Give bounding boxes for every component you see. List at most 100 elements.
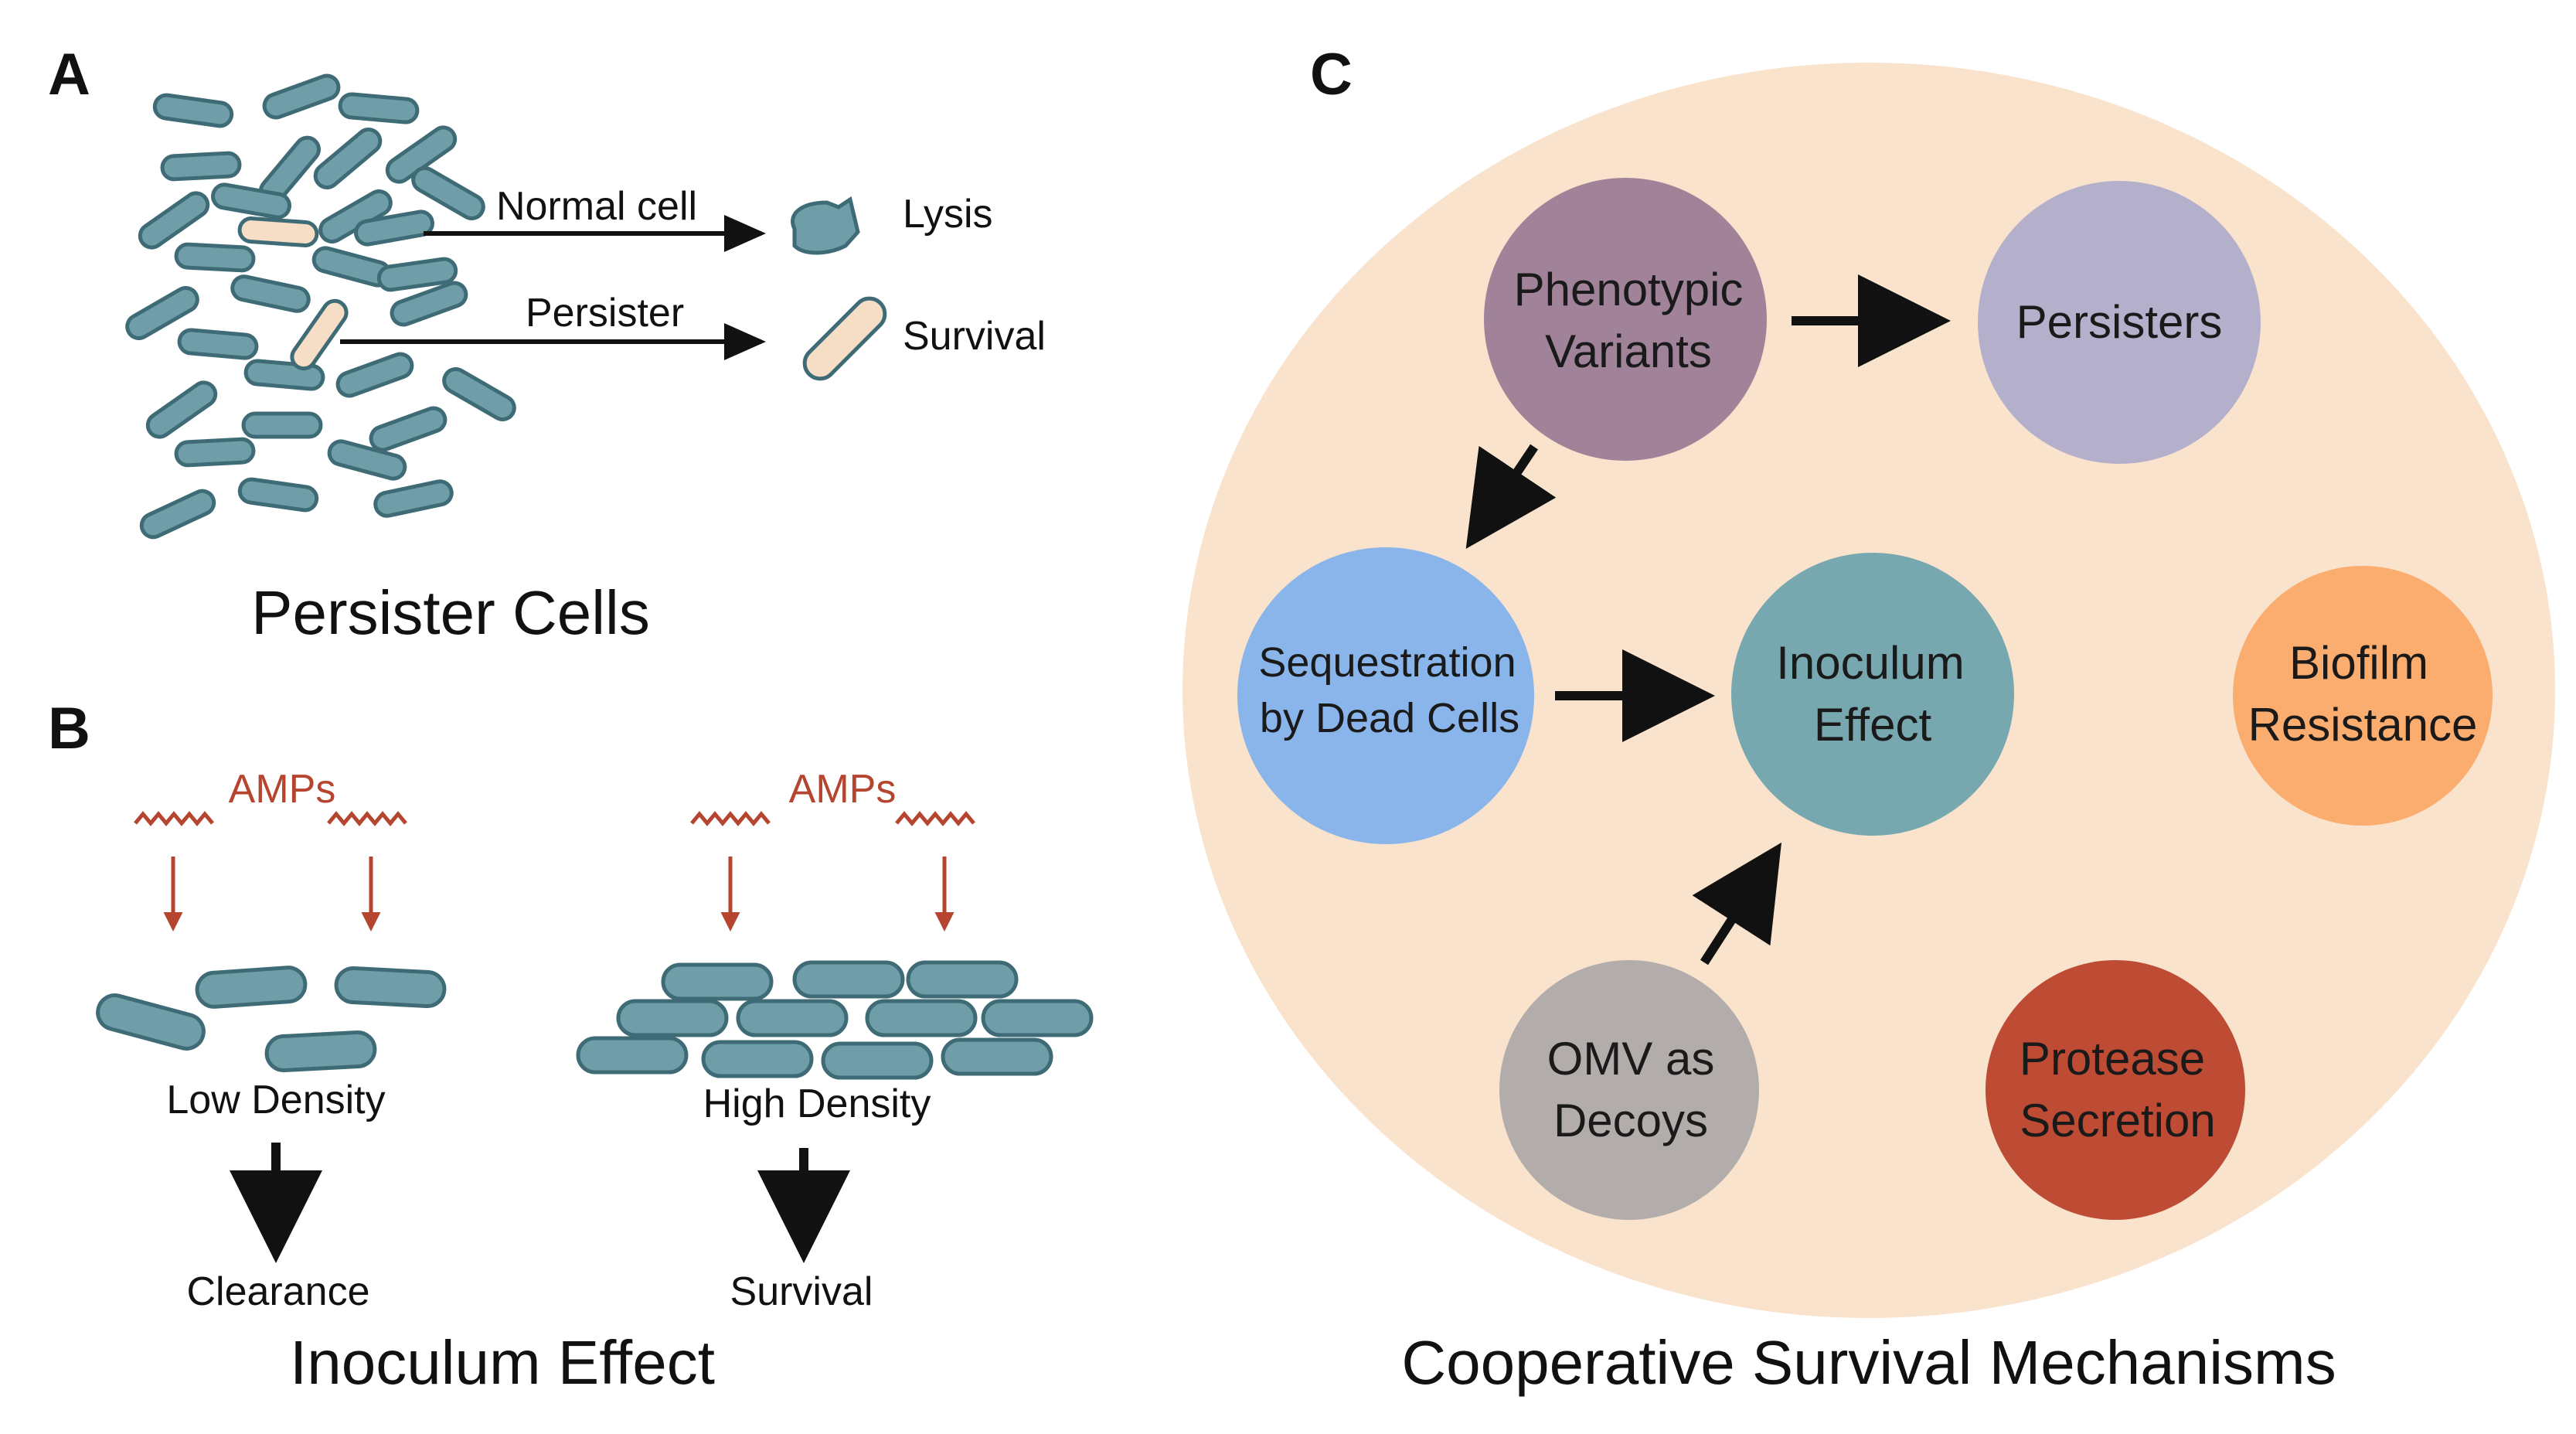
sequestration-circle [1237,547,1534,844]
bacterium [327,439,407,481]
phenotypic-variants-circle [1484,178,1767,461]
surviving-persister [802,296,887,381]
high-density-label: High Density [703,1081,931,1126]
node-biofilm-resistance: Biofilm Resistance [2233,566,2493,826]
amp-peptide-icon [134,811,214,826]
bacterium [211,182,291,220]
bacterium [174,242,256,273]
bacterium [385,125,458,184]
bacterium [160,151,242,182]
normal-cell-label: Normal cell [496,184,697,229]
survival-label-b: Survival [730,1269,873,1314]
bacterium [354,209,434,247]
bacterium [230,274,311,313]
bacterium [177,328,259,360]
omv-decoys-circle [1499,960,1759,1220]
phenotypic-line2: Variants [1545,325,1712,377]
bacterium [941,1037,1053,1076]
survival-label-a: Survival [903,314,1046,359]
bacterium [334,966,447,1009]
bacterium [138,191,210,250]
bacterium [373,479,454,518]
bacterium [335,352,414,398]
bacterium [736,999,849,1037]
clearance-label: Clearance [186,1269,369,1314]
amps-label-left: AMPs [229,767,336,812]
bacterium [145,380,218,439]
biofilm-resistance-circle [2233,566,2493,826]
panel-a: A [48,42,1046,647]
bacterium [96,993,206,1051]
bacterium [313,128,383,189]
bacterium [241,411,323,439]
bacterium [411,166,485,220]
high-density-bacteria [576,960,1094,1080]
node-persisters: Persisters [1978,181,2261,464]
arrow-phenotypic-to-sequestration [1465,444,1557,549]
inoculum-effect-circle [1731,553,2014,836]
panel-c-letter: C [1310,42,1353,107]
bacterium [661,962,774,1001]
bacterium [616,999,729,1037]
bacterium [338,92,420,124]
node-sequestration: Sequestration by Dead Cells [1237,547,1534,844]
panel-a-letter: A [48,42,90,107]
bacterium [390,281,468,327]
bacterium [792,960,905,999]
bacterium [264,1030,377,1073]
protease-line2: Secretion [2020,1095,2215,1146]
node-inoculum-effect: Inoculum Effect [1731,553,2014,836]
node-protease-secretion: Protease Secretion [1986,960,2245,1220]
biofilm-line2: Resistance [2248,699,2478,751]
persisters-circle [1978,181,2261,464]
lysed-cell [791,196,860,255]
omv-line1: OMV as [1547,1033,1715,1085]
bacterium [981,999,1094,1037]
bacterium [865,999,978,1037]
amps-label-right: AMPs [789,767,897,812]
amp-peptide-icon [690,811,771,826]
protease-line1: Protease [2020,1033,2205,1085]
bacterium [369,406,447,452]
sequestration-line1: Sequestration [1258,639,1516,686]
sequestration-line2: by Dead Cells [1260,695,1519,741]
lysis-label: Lysis [903,192,993,237]
bacterium [139,489,216,540]
cooperative-survival-title: Cooperative Survival Mechanisms [1401,1328,2336,1397]
bacterium [376,257,458,292]
persister-cell [290,298,349,371]
panel-b: B AMPs Low Density Clearance AMPs [48,696,1094,1397]
inoculum-effect-title: Inoculum Effect [290,1328,715,1397]
persister-label: Persister [526,291,684,336]
arrow-omv-to-inoculum [1692,842,1782,966]
biofilm-line1: Biofilm [2289,637,2428,689]
bacteria-cluster [125,73,516,540]
node-phenotypic-variants: Phenotypic Variants [1484,178,1767,461]
persister-cell [237,216,319,247]
persister-cells-title: Persister Cells [251,578,650,647]
bacterium [262,73,341,120]
protease-secretion-circle [1986,960,2245,1220]
panel-c: C Phenotypic Variants Persisters Sequest… [1183,42,2555,1397]
panel-b-letter: B [48,696,90,761]
bacterium [152,93,234,128]
bacterium [125,286,199,340]
bacterium [701,1040,814,1078]
phenotypic-line1: Phenotypic [1514,264,1744,315]
bacterium [442,367,516,421]
low-density-label: Low Density [166,1078,385,1122]
persisters-label: Persisters [2016,296,2223,348]
bacterium [906,960,1019,999]
bacterium [576,1036,689,1075]
amp-peptide-icon [327,811,407,826]
inoculum-line2: Effect [1814,699,1932,751]
inoculum-line1: Inoculum [1776,637,1964,689]
bacterium [174,437,256,468]
bacterium [237,477,319,513]
bacterium [821,1041,934,1080]
bacterium [195,966,308,1009]
omv-line2: Decoys [1553,1095,1708,1146]
amp-peptide-icon [895,811,975,826]
node-omv-decoys: OMV as Decoys [1499,960,1759,1220]
